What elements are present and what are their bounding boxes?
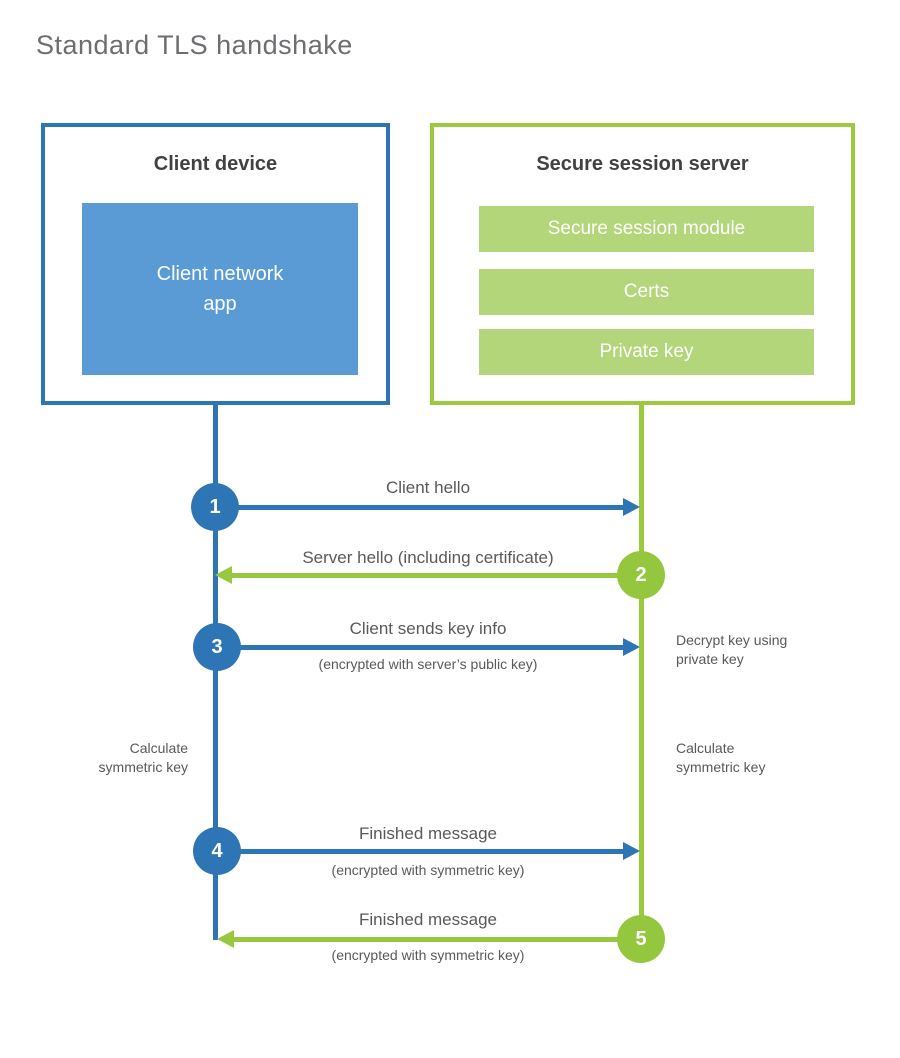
step-4-badge: 4	[193, 827, 241, 875]
server-module-secure-session-module: Secure session module	[479, 206, 814, 252]
arrowhead-right-icon	[623, 842, 640, 860]
step-3-badge: 3	[193, 623, 241, 671]
server-module-private-key: Private key	[479, 329, 814, 375]
step-5-badge: 5	[617, 915, 665, 963]
step-2-label: Server hello (including certificate)	[302, 548, 554, 567]
step-1-badge: 1	[191, 483, 239, 531]
decrypt-key-note: Decrypt key using private key	[676, 632, 788, 667]
client-lifeline	[213, 405, 218, 940]
secure-session-server-box: Secure session server Secure session mod…	[430, 123, 855, 405]
step-3-arrow-shaft	[217, 645, 623, 650]
step-4-label: Finished message	[359, 824, 497, 843]
step-5-label: Finished message	[359, 910, 497, 929]
client-device-box: Client device Client network app	[41, 123, 390, 405]
arrowhead-left-icon	[217, 930, 234, 948]
step-1-label: Client hello	[385, 478, 471, 497]
step-3-label: Client sends key info	[349, 619, 507, 638]
arrowhead-left-icon	[215, 566, 232, 584]
step-5-sublabel: (encrypted with symmetric key)	[331, 947, 525, 963]
secure-session-server-heading: Secure session server	[536, 153, 749, 175]
arrowhead-right-icon	[623, 498, 640, 516]
step-5-arrow-shaft	[234, 937, 641, 942]
step-1-arrow-shaft	[215, 505, 623, 510]
arrowhead-right-icon	[623, 638, 640, 656]
page-title: Standard TLS handshake	[36, 30, 353, 60]
step-4-arrow-shaft	[217, 849, 623, 854]
server-module-certs: Certs	[479, 269, 814, 315]
step-2-arrow-shaft	[232, 573, 641, 578]
server-lifeline	[639, 405, 644, 940]
calculate-symmetric-key-note-client: Calculate symmetric key	[98, 740, 188, 775]
calculate-symmetric-key-note-server: Calculate symmetric key	[676, 740, 766, 775]
step-2-badge: 2	[617, 551, 665, 599]
client-device-heading: Client device	[153, 153, 278, 175]
step-4-sublabel: (encrypted with symmetric key)	[331, 862, 525, 878]
client-network-app-box: Client network app	[82, 203, 358, 375]
step-3-sublabel: (encrypted with server’s public key)	[318, 656, 538, 672]
